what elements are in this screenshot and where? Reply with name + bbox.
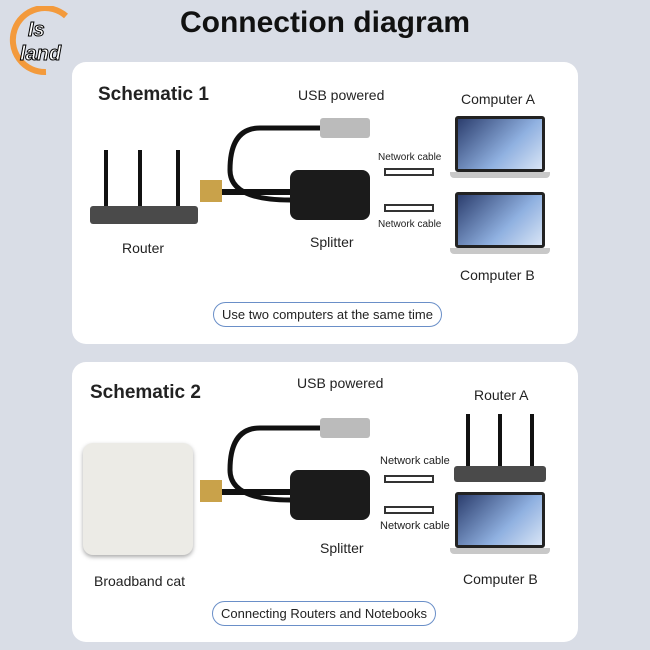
usb-powered-label: USB powered bbox=[297, 375, 384, 391]
computer-a-image bbox=[450, 116, 550, 178]
caption-pill-1: Use two computers at the same time bbox=[213, 302, 442, 327]
broadband-cat-label: Broadband cat bbox=[94, 573, 186, 589]
broadband-cat-image bbox=[83, 443, 193, 555]
splitter-image-2 bbox=[200, 410, 380, 525]
splitter-image-1 bbox=[200, 110, 380, 225]
caption-pill-2: Connecting Routers and Notebooks bbox=[212, 601, 436, 626]
network-cable-label-1: Network cable bbox=[380, 455, 450, 467]
splitter-label: Splitter bbox=[320, 540, 364, 556]
schematic-1-title: Schematic 1 bbox=[98, 84, 209, 105]
schematic-2-title: Schematic 2 bbox=[90, 382, 201, 403]
cable-icon bbox=[384, 475, 434, 483]
network-cable-label-2: Network cable bbox=[380, 520, 450, 532]
splitter-label: Splitter bbox=[310, 234, 354, 250]
svg-text:Is: Is bbox=[28, 19, 45, 41]
cable-icon bbox=[384, 204, 434, 212]
svg-text:land: land bbox=[20, 43, 62, 65]
network-cable-label-1: Network cable bbox=[378, 152, 442, 163]
computer-b-label: Computer B bbox=[463, 571, 538, 587]
computer-b-image bbox=[450, 492, 550, 554]
router-image bbox=[88, 148, 200, 237]
usb-powered-label: USB powered bbox=[298, 87, 385, 103]
network-cable-label-2: Network cable bbox=[378, 219, 442, 230]
router-label: Router bbox=[122, 240, 165, 256]
router-a-image bbox=[452, 412, 548, 489]
router-a-label: Router A bbox=[474, 387, 529, 403]
page-title: Connection diagram bbox=[179, 6, 471, 39]
cable-icon bbox=[384, 168, 434, 176]
computer-b-label: Computer B bbox=[460, 267, 535, 283]
computer-a-label: Computer A bbox=[461, 91, 535, 107]
computer-b-image bbox=[450, 192, 550, 254]
cable-icon bbox=[384, 506, 434, 514]
